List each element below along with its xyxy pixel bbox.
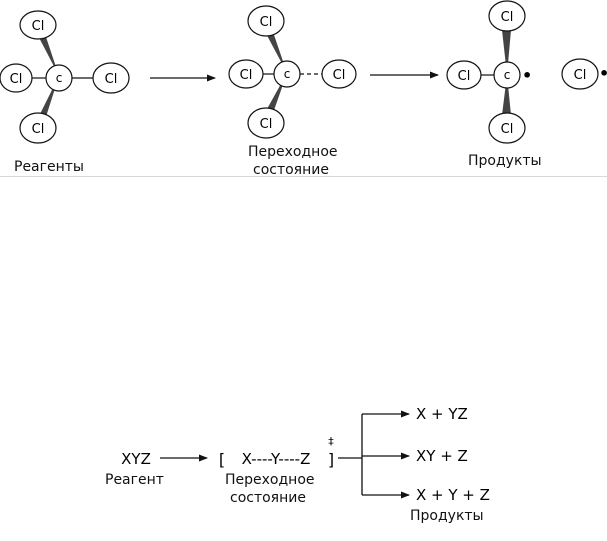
- transition-formula: X----Y----Z: [242, 450, 311, 468]
- chlorine-atom-left: [228, 59, 264, 89]
- chlorine-label: Cl: [32, 19, 45, 34]
- chlorine-label: Cl: [105, 72, 118, 87]
- product-formula-3: X + Y + Z: [416, 486, 490, 504]
- products-label-bottom: Продукты: [410, 508, 484, 524]
- chlorine-label: Cl: [333, 68, 346, 83]
- wedge-bond-up: [262, 26, 287, 73]
- transition-state-label-line2: состояние: [253, 162, 329, 178]
- chlorine-label: Cl: [10, 72, 23, 87]
- section-divider: [0, 176, 607, 177]
- wedge-bond-up: [34, 28, 59, 76]
- carbon-atom: [273, 60, 301, 88]
- reagents-label: Реагенты: [14, 159, 84, 175]
- chlorine-atom-bottom: [488, 112, 526, 144]
- chlorine-atom: [561, 58, 599, 90]
- chlorine-atom-right: [92, 62, 130, 94]
- product-formula-1: X + YZ: [416, 405, 468, 423]
- transition-state-label-line1: Переходное: [248, 144, 338, 160]
- transition-state-molecule: Cl Cl c Cl Cl: [228, 5, 357, 139]
- chlorine-atom-top: [488, 0, 526, 32]
- chlorine-label: Cl: [32, 122, 45, 137]
- chlorine-label: Cl: [240, 68, 253, 83]
- chlorine-label: Cl: [574, 68, 587, 83]
- transition-bracket-open: [: [219, 450, 225, 469]
- chlorine-label: Cl: [260, 15, 273, 30]
- chlorine-atom-left: [0, 63, 33, 93]
- product-formula-2: XY + Z: [416, 447, 468, 465]
- products-label: Продукты: [468, 153, 542, 169]
- chlorine-atom-bottom: [19, 112, 57, 144]
- chlorine-label: Cl: [501, 122, 514, 137]
- wedge-bond-down: [502, 75, 511, 115]
- chlorine-atom-bottom: [247, 107, 285, 139]
- reagent-molecule: Cl Cl c Cl Cl: [0, 10, 130, 144]
- radical-dot: •: [599, 64, 607, 83]
- wedge-bond-up: [502, 30, 511, 75]
- radical-dot: •: [522, 66, 532, 85]
- carbon-label: c: [504, 68, 511, 82]
- chlorine-atom-left: [446, 60, 482, 90]
- reagent-formula: XYZ: [121, 450, 151, 468]
- transition-state-mark: ‡: [328, 435, 334, 448]
- chlorine-label: Cl: [501, 10, 514, 25]
- reagent-label: Реагент: [105, 472, 164, 488]
- carbon-label: c: [284, 67, 291, 81]
- chlorine-atom-right: [321, 59, 357, 89]
- chlorine-label: Cl: [260, 117, 273, 132]
- transition-bracket-close: ]: [328, 450, 334, 469]
- generic-reaction-scheme: XYZ [ X----Y----Z ] ‡ X + YZ XY + Z X + …: [121, 405, 490, 504]
- transition-label-line2: состояние: [230, 490, 306, 506]
- chlorine-atom-top: [19, 10, 57, 40]
- product-molecule: Cl Cl c • Cl: [446, 0, 532, 144]
- chlorine-label: Cl: [458, 69, 471, 84]
- carbon-atom: [45, 64, 73, 92]
- chlorine-atom-top: [247, 5, 285, 37]
- transition-label-line1: Переходное: [225, 472, 315, 488]
- carbon-atom: [493, 61, 521, 89]
- carbon-label: c: [56, 71, 63, 85]
- chlorine-radical: Cl •: [561, 58, 607, 90]
